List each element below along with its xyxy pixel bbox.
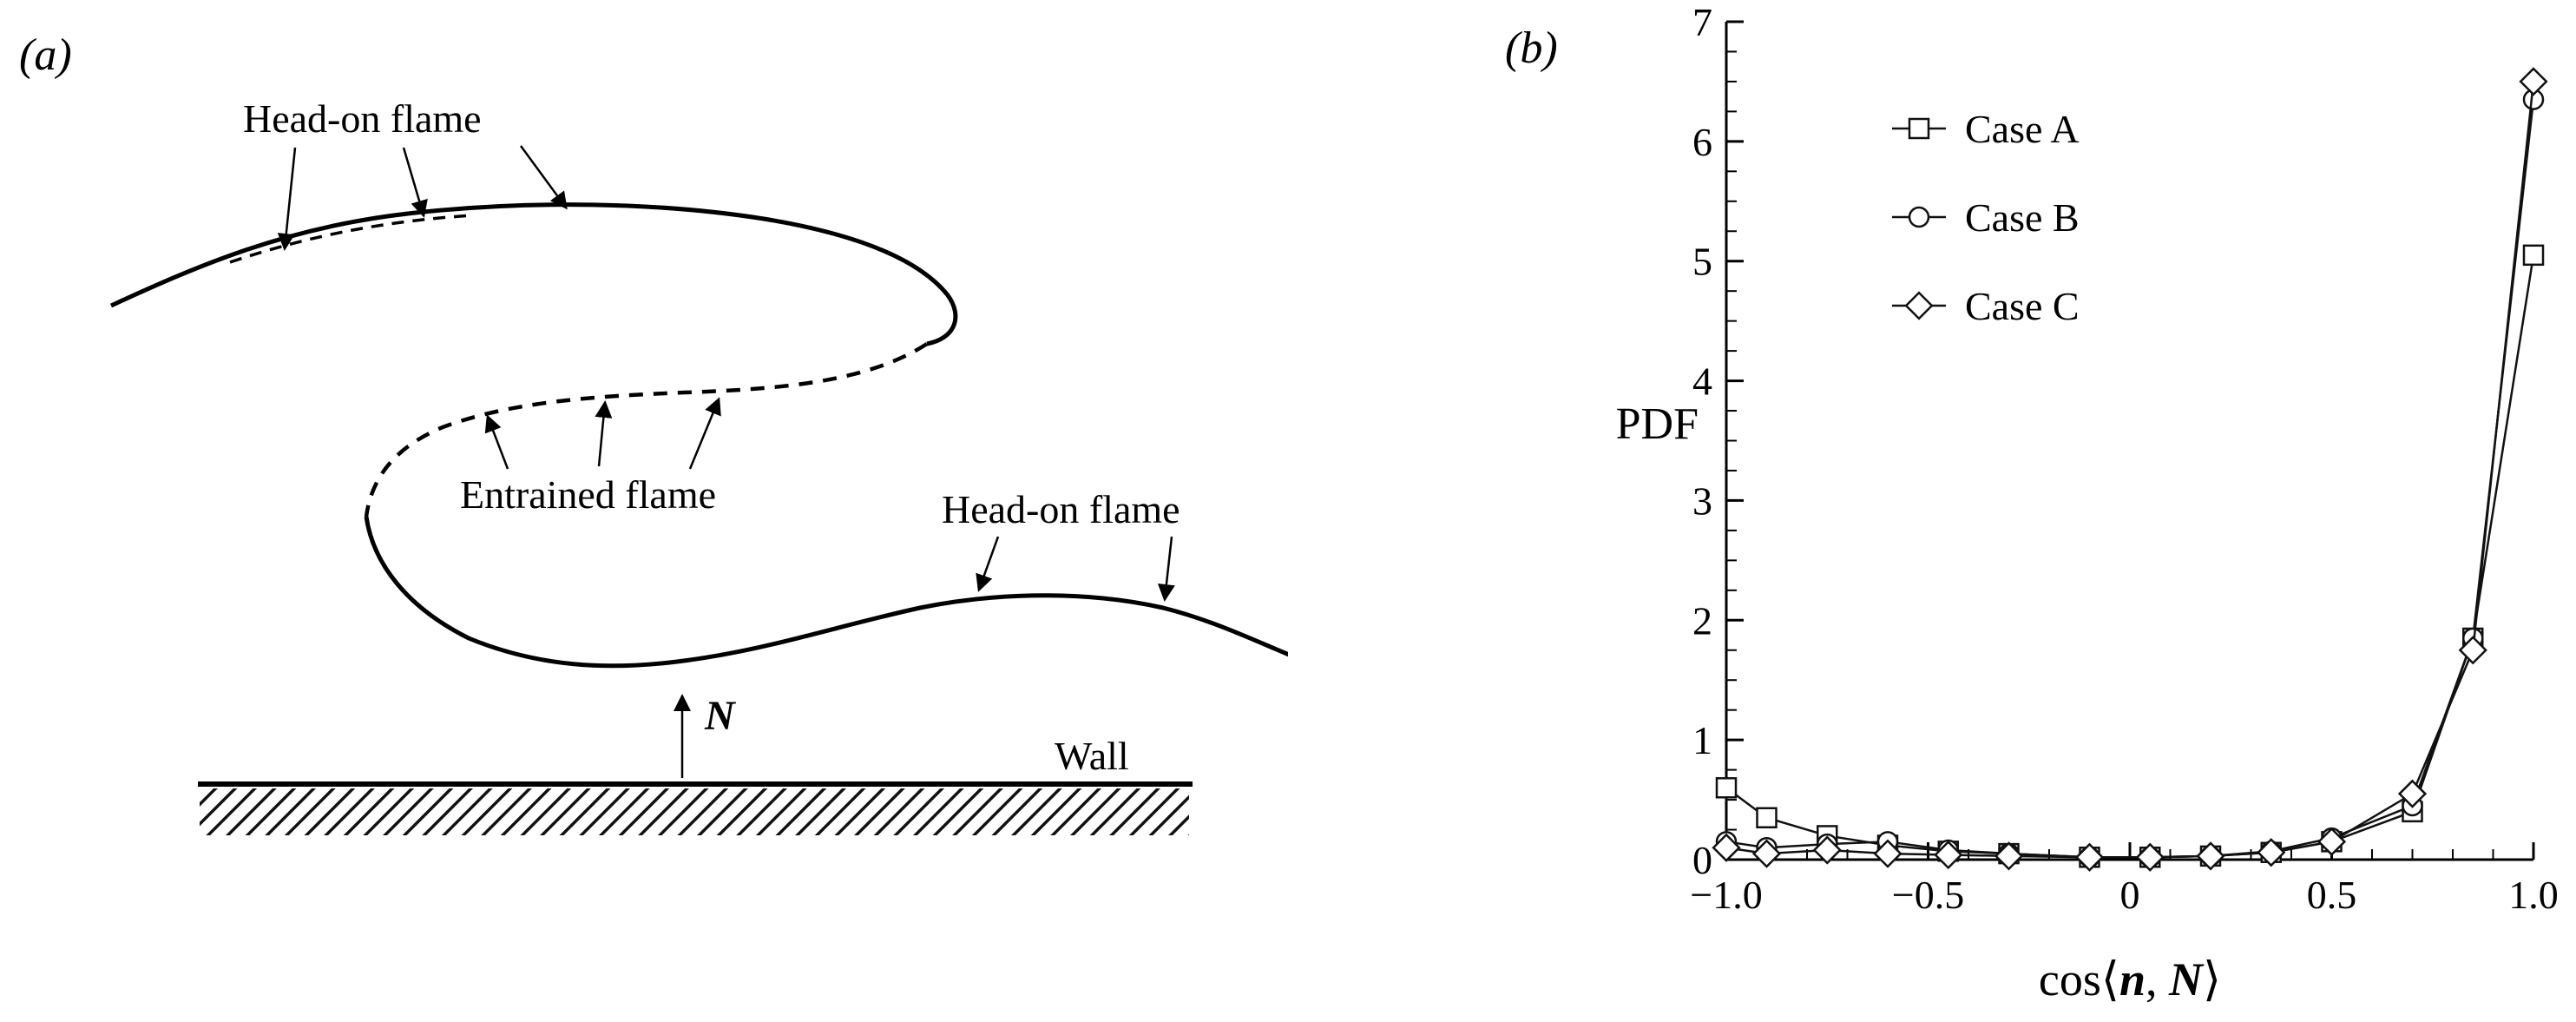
y-tick-label: 2: [1692, 598, 1712, 643]
wall-label: Wall: [1055, 734, 1129, 778]
minor-ticks: [1725, 21, 2534, 860]
y-tick-label: 7: [1692, 0, 1712, 44]
y-axis-title: PDF: [1616, 399, 1699, 449]
legend-label-case-b: Case B: [1965, 195, 2080, 240]
series-case-c: [1712, 67, 2548, 872]
head-on-flame-curve-top: [109, 202, 958, 346]
entrained-flame-label: Entrained flame: [460, 472, 716, 517]
panel-a-label: (a): [19, 30, 72, 80]
y-tick-label: 0: [1692, 838, 1712, 882]
x-axis-title-N: N: [2168, 953, 2205, 1006]
x-tick-label: 0.5: [2307, 873, 2357, 917]
y-tick-label: 4: [1692, 359, 1712, 404]
legend-item-case-b: [1892, 206, 1946, 228]
x-axis-title: cos⟨n, N⟩: [2039, 953, 2221, 1006]
tick-labels: 0 1 2 3 4 5 6 7 −1.0 −0.5 0 0.5 1.0: [1690, 0, 2558, 917]
head-on-flame-top-arrows: [277, 145, 568, 251]
head-on-flame-dashed-overlay: [229, 214, 474, 264]
y-tick-label: 1: [1692, 718, 1712, 762]
x-tick-label: 0: [2120, 873, 2140, 917]
x-tick-label: 1.0: [2508, 873, 2559, 917]
head-on-flame-top-label: Head-on flame: [243, 96, 482, 141]
major-ticks: [1725, 20, 2535, 861]
panel-a: (a) Head-on flame Entrained flame: [19, 30, 1288, 835]
normal-vector-label: N: [704, 693, 737, 739]
entrained-flame-curve: [364, 342, 929, 518]
series-case-a: [1715, 244, 2545, 868]
x-tick-label: −1.0: [1690, 873, 1762, 917]
x-axis-title-n: n: [2119, 953, 2146, 1006]
panel-a-svg: (a) Head-on flame Entrained flame: [19, 30, 1288, 835]
x-axis-title-prefix: cos⟨: [2039, 953, 2119, 1006]
x-axis-title-close: ⟩: [2203, 953, 2221, 1006]
series-markers-case-c: [1712, 67, 2548, 872]
x-axis-title-comma: ,: [2146, 953, 2169, 1006]
series-markers-case-b: [1715, 89, 2545, 868]
x-tick-label: −0.5: [1892, 873, 1964, 917]
legend-label-case-a: Case A: [1965, 107, 2080, 151]
y-tick-label: 3: [1692, 478, 1712, 523]
chart-axes: [1725, 22, 2533, 861]
y-tick-label: 5: [1692, 240, 1712, 284]
wall-hatch: [200, 788, 1189, 835]
entrained-flame-arrows: [484, 397, 721, 470]
panel-b-label: (b): [1505, 23, 1558, 73]
legend-label-case-c: Case C: [1965, 284, 2080, 328]
legend-item-case-c: [1892, 291, 1946, 320]
head-on-flame-right-label: Head-on flame: [942, 487, 1180, 531]
series-case-b: [1715, 89, 2545, 868]
panel-b: (b) PDF cos⟨n, N⟩ 0 1 2 3 4 5 6 7 −1.0 −0.5 0 0.5 1.…: [1288, 0, 2576, 1022]
series-markers-case-a: [1715, 244, 2545, 868]
legend-item-case-a: [1892, 117, 1946, 140]
head-on-flame-right-arrows: [976, 536, 1175, 602]
chart-svg: (b) PDF cos⟨n, N⟩ 0 1 2 3 4 5 6 7 −1.0 −0.5 0 0.5 1.…: [1505, 0, 2559, 1006]
y-tick-label: 6: [1692, 120, 1712, 164]
head-on-flame-curve-bottom: [364, 516, 1288, 669]
